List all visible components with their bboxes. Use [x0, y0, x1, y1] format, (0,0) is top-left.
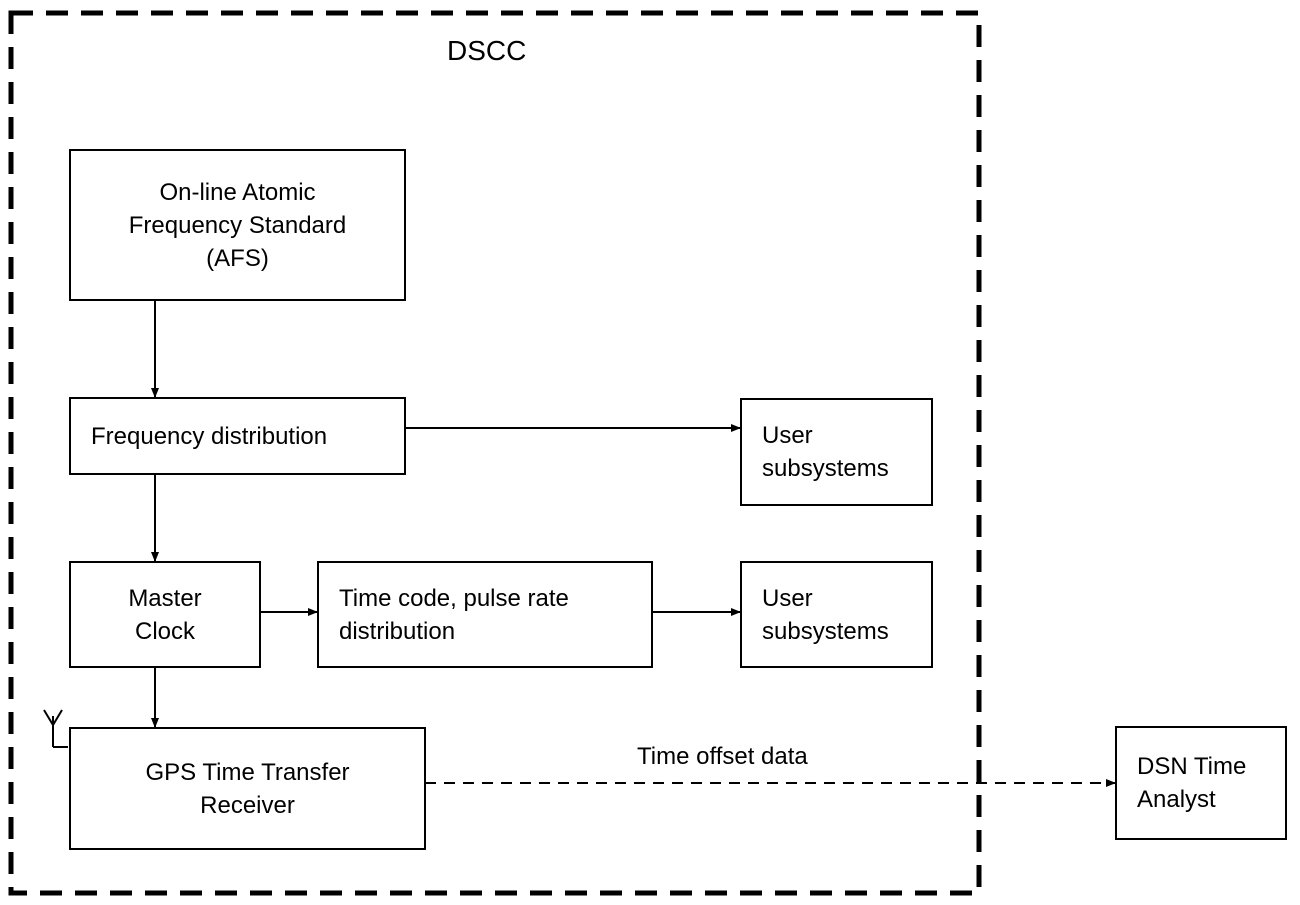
- afs-box: On-line Atomic Frequency Standard (AFS): [69, 149, 406, 301]
- dsn-time-analyst-box: DSN Time Analyst: [1115, 726, 1287, 840]
- antenna-icon: [43, 709, 68, 748]
- time-code-box: Time code, pulse rate distribution: [317, 561, 653, 668]
- time-code-label: Time code, pulse rate distribution: [339, 584, 569, 645]
- afs-label: On-line Atomic Frequency Standard (AFS): [128, 178, 347, 272]
- frequency-distribution-label: Frequency distribution: [91, 422, 328, 450]
- master-clock-label: Master Clock: [128, 584, 202, 645]
- time-offset-data-label: Time offset data: [637, 743, 808, 770]
- user-subsystems-box-2: User subsystems: [740, 561, 933, 668]
- dsn-time-analyst-label: DSN Time Analyst: [1137, 753, 1247, 813]
- dscc-label: DSCC: [447, 35, 527, 66]
- user-subsystems-box-1: User subsystems: [740, 398, 933, 506]
- gps-receiver-box: GPS Time Transfer Receiver: [69, 727, 426, 850]
- master-clock-box: Master Clock: [69, 561, 261, 668]
- frequency-distribution-box: Frequency distribution: [69, 397, 406, 475]
- dscc-boundary: [8, 10, 982, 896]
- user-subsystems-label-1: User subsystems: [762, 422, 889, 482]
- gps-receiver-label: GPS Time Transfer Receiver: [145, 758, 350, 819]
- user-subsystems-label-2: User subsystems: [762, 584, 889, 645]
